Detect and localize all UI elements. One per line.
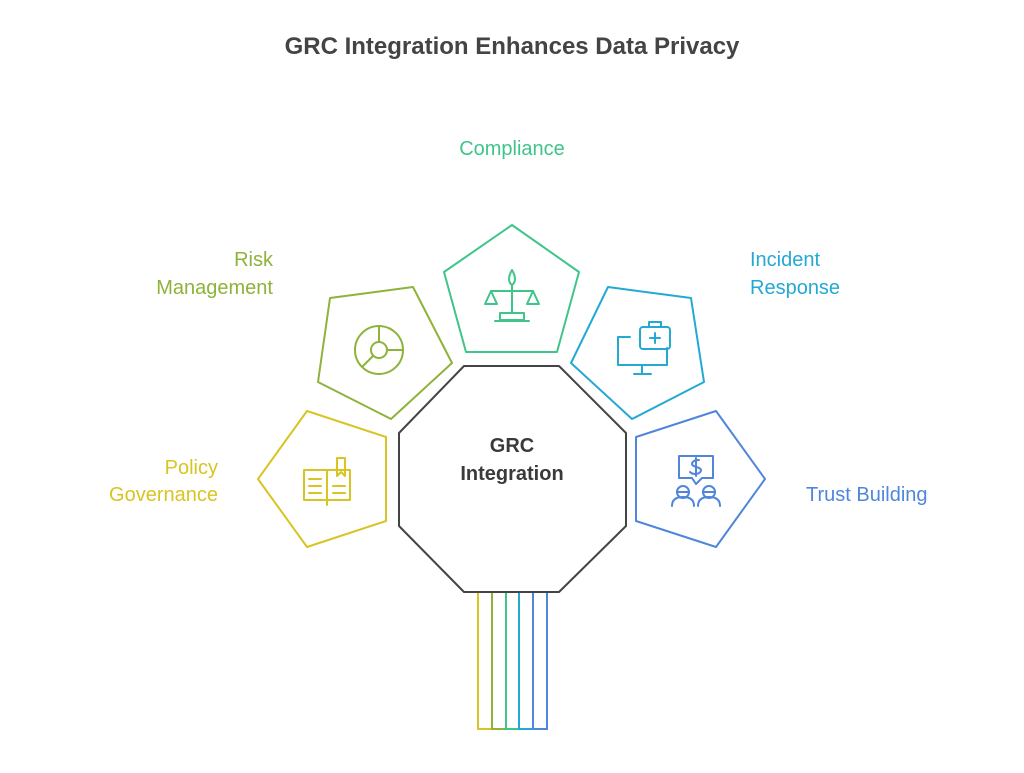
label-compliance: Compliance <box>459 138 565 160</box>
label-incident-response-line1: Incident <box>750 249 820 271</box>
pentagon-risk-management <box>317 286 453 420</box>
connector-lines <box>477 592 548 730</box>
connector-line-trust-building <box>532 592 548 730</box>
label-risk-management-line1: Risk <box>234 249 274 271</box>
connector-line-policy-governance <box>477 592 493 730</box>
pie-chart-icon <box>354 325 404 375</box>
connector-line-compliance <box>505 592 520 730</box>
node-incident-response: Incident Response <box>570 249 840 420</box>
node-trust-building: Trust Building <box>635 410 928 548</box>
node-risk-management: Risk Management <box>156 249 453 420</box>
people-chat-icon <box>671 455 721 507</box>
connector-line-incident-response <box>518 592 534 730</box>
label-policy-governance-line2: Governance <box>109 484 218 506</box>
node-compliance: Compliance <box>443 138 580 353</box>
pentagon-incident-response <box>570 286 705 420</box>
scales-icon <box>484 269 540 322</box>
label-policy-governance-line1: Policy <box>165 457 218 479</box>
book-icon <box>303 457 351 506</box>
label-risk-management-line2: Management <box>156 277 273 299</box>
label-incident-response-line2: Response <box>750 277 840 299</box>
diagram-title: GRC Integration Enhances Data Privacy <box>285 33 740 60</box>
center-label-line1: GRC <box>490 435 534 457</box>
center-octagon <box>398 365 627 593</box>
label-trust-building: Trust Building <box>806 484 928 506</box>
center-label-line2: Integration <box>460 463 563 485</box>
medical-monitor-icon <box>617 321 671 375</box>
center-node: GRC Integration <box>398 365 627 593</box>
connector-line-risk-management <box>491 592 507 730</box>
node-policy-governance: Policy Governance <box>109 410 387 548</box>
